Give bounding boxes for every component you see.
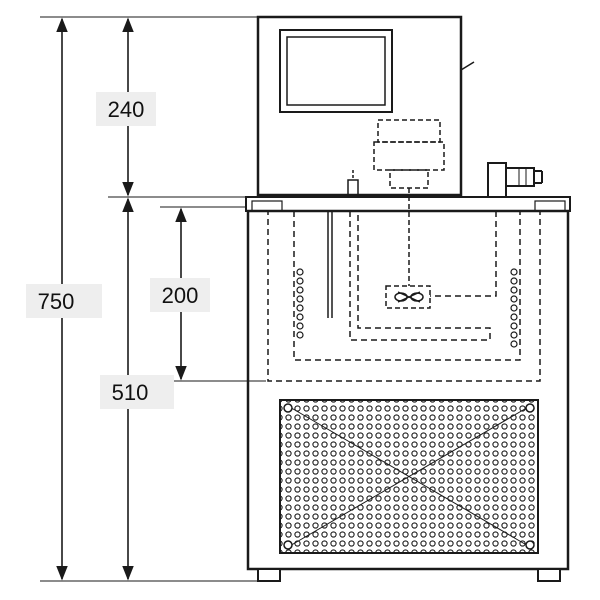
bath-hidden-lines [267, 210, 541, 382]
hose-barb-icon [487, 162, 543, 198]
dimension-label-510: 510 [100, 375, 174, 409]
feet [257, 568, 561, 582]
control-head [256, 15, 475, 197]
svg-text:510: 510 [112, 380, 149, 405]
vent-grille-icon [279, 399, 539, 554]
dimension-label-200: 200 [150, 278, 210, 312]
svg-text:240: 240 [108, 97, 145, 122]
svg-text:750: 750 [38, 289, 75, 314]
top-plate [245, 196, 571, 212]
controller-display-icon [279, 29, 393, 113]
stirrer-icon [385, 188, 431, 309]
extension-lines [40, 16, 266, 582]
dimension-label-750: 750 [26, 284, 102, 318]
dimension-label-240: 240 [96, 92, 156, 126]
svg-text:200: 200 [162, 283, 199, 308]
cooling-coil-left [296, 268, 304, 339]
stirrer-motor-hidden [373, 119, 445, 189]
temperature-probe [327, 170, 359, 318]
side-handle [460, 61, 475, 71]
cooling-coil-right [510, 268, 518, 348]
